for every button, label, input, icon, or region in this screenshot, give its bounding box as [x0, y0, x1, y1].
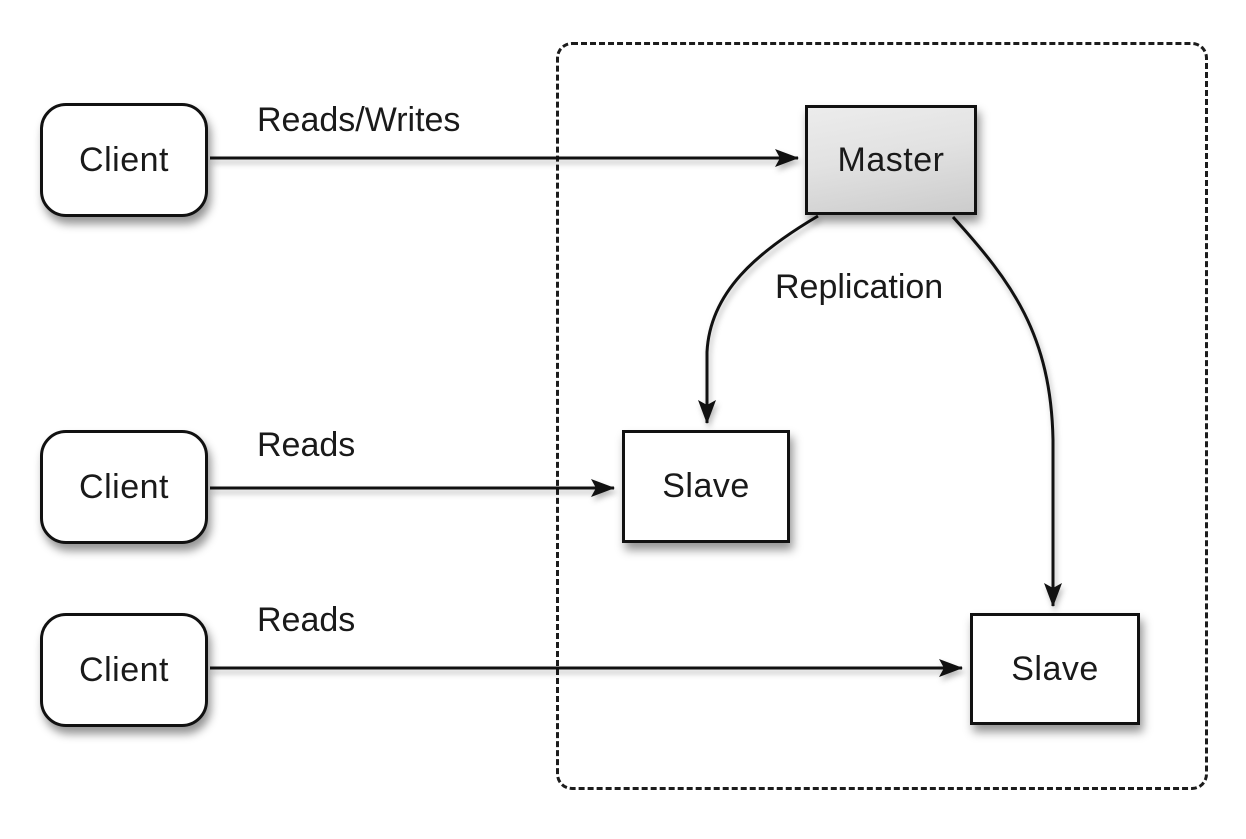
master-node: Master — [805, 105, 977, 215]
slave-node-1: Slave — [622, 430, 790, 543]
slave-node-2: Slave — [970, 613, 1140, 725]
client-node-2: Client — [40, 430, 208, 544]
reads-mid-label: Reads — [257, 426, 356, 464]
reads-writes-label: Reads/Writes — [257, 101, 461, 139]
client-node-3-label: Client — [79, 650, 169, 689]
slave-node-2-label: Slave — [1011, 649, 1099, 688]
slave-node-1-label: Slave — [662, 467, 750, 505]
client-node-1: Client — [40, 103, 208, 217]
reads-bottom-label: Reads — [257, 601, 356, 639]
replication-label: Replication — [775, 268, 944, 306]
client-node-2-label: Client — [79, 467, 169, 506]
client-node-1-label: Client — [79, 140, 169, 179]
client-node-3: Client — [40, 613, 208, 727]
replication-boundary-box — [556, 42, 1208, 790]
master-node-label: Master — [837, 140, 945, 179]
